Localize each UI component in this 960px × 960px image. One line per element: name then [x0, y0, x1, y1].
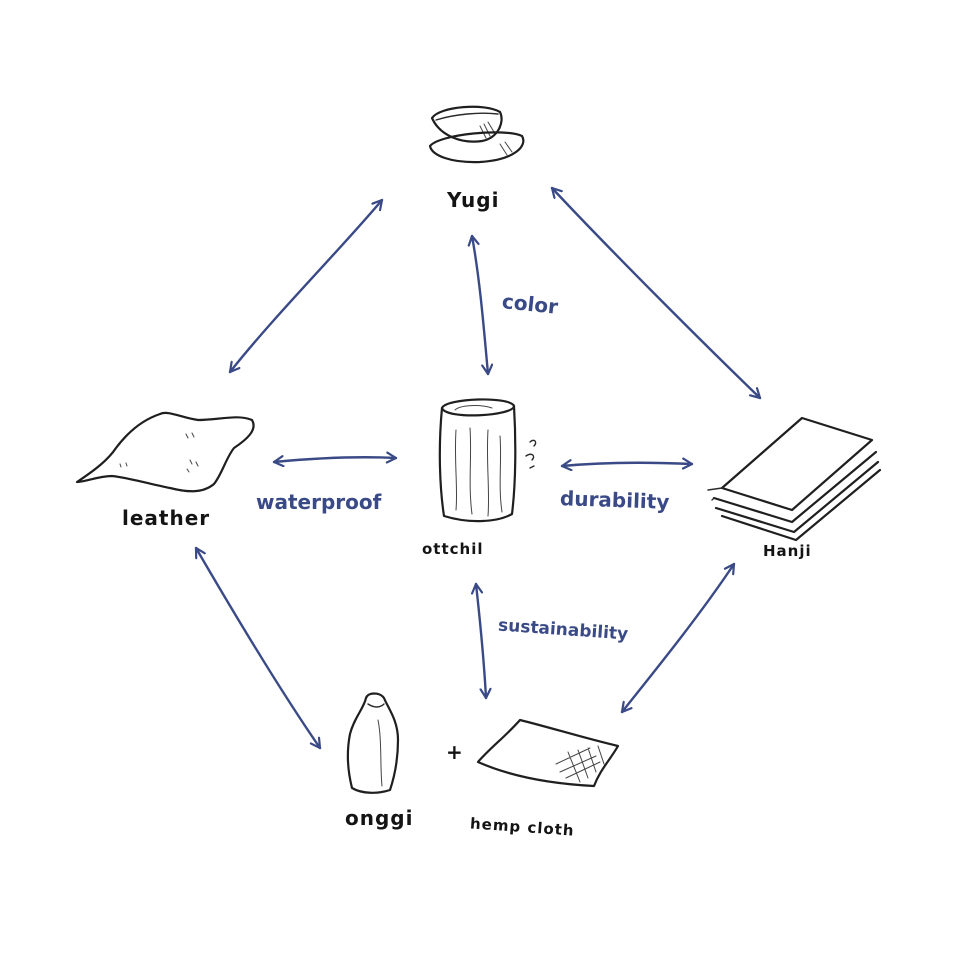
arrow-ottchil-hemp [476, 582, 486, 700]
bowls-icon [428, 105, 525, 164]
arrow-leather-onggi [194, 546, 322, 750]
jar-icon [346, 692, 400, 794]
plus-sign: + [446, 740, 464, 764]
node-label-leather: leather [122, 506, 211, 530]
arrow-yugi-hanji [550, 186, 762, 400]
arrow-yugi-ottchil [472, 234, 488, 376]
arrow-hanji-hemp [620, 562, 736, 714]
edge-label-durability: durability [559, 486, 670, 514]
node-label-yugi: Yugi [447, 188, 500, 212]
cloth-icon [476, 718, 620, 788]
node-label-ottchil: ottchil [422, 540, 484, 558]
leather-hide-icon [75, 411, 255, 493]
lacquered-log-icon [438, 398, 537, 523]
arrow-leather-ottchil [272, 457, 398, 462]
arrow-ottchil-hanji [560, 463, 694, 466]
edge-label-waterproof: waterproof [256, 490, 382, 514]
node-label-hanji: Hanji [763, 542, 812, 560]
paper-stack-icon [707, 416, 882, 542]
node-label-onggi: onggi [345, 806, 414, 830]
arrow-yugi-leather [228, 198, 384, 374]
